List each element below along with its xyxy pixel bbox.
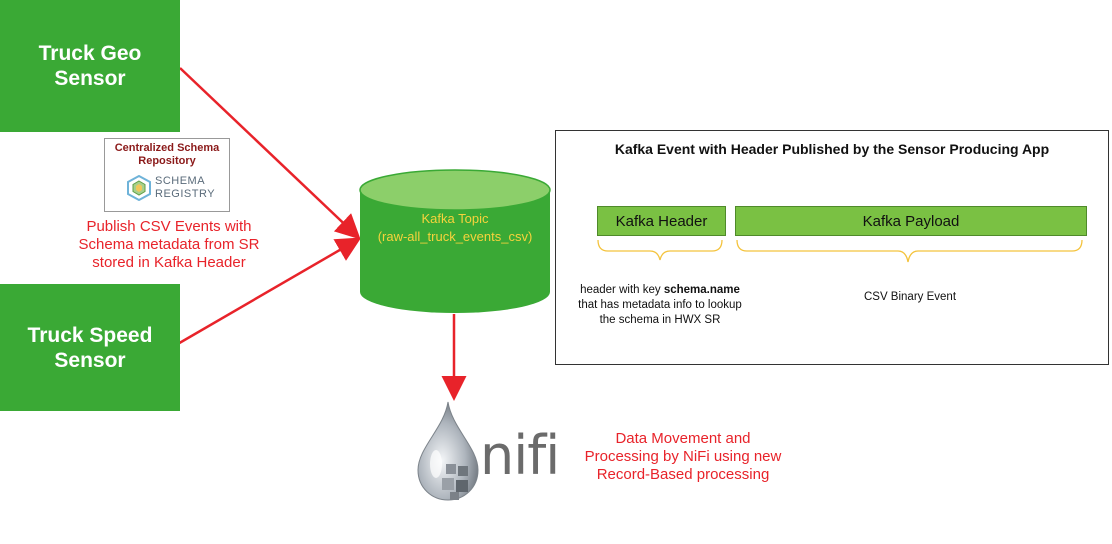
speed-to-topic-arrow [156, 237, 362, 358]
truck-geo-sensor-box: Truck Geo Sensor [0, 0, 180, 132]
schema-registry-logo-line2: REGISTRY [155, 188, 216, 200]
truck-geo-sensor-line1: Truck Geo [38, 42, 142, 65]
payload-brace [736, 239, 1083, 263]
publish-note-line2: Schema metadata from SR [78, 236, 260, 253]
publish-note-line1: Publish CSV Events with [86, 218, 252, 235]
publish-note: Publish CSV Events with Schema metadata … [54, 218, 284, 272]
truck-geo-sensor-line2: Sensor [54, 67, 126, 90]
nifi-note-line1: Data Movement and [615, 430, 751, 447]
kafka-topic-label: Kafka Topic (raw-all_truck_events_csv) [358, 210, 552, 246]
schema-registry-logo-icon [127, 175, 151, 201]
nifi-logo-text: nifi [480, 424, 560, 487]
payload-description: CSV Binary Event [863, 291, 957, 303]
truck-speed-sensor-box: Truck Speed Sensor [0, 284, 180, 411]
schema-registry-box: Centralized Schema Repository SCHEMA REG… [104, 138, 230, 212]
kafka-event-panel: Kafka Event with Header Published by the… [555, 130, 1109, 365]
header-description-line2: that has metadata info to lookup [578, 299, 742, 311]
schema-registry-title-line1: Centralized Schema [114, 142, 220, 154]
truck-speed-sensor-line1: Truck Speed [27, 323, 153, 347]
header-description-line3: the schema in HWX SR [599, 314, 721, 326]
kafka-topic-line1: Kafka Topic [421, 211, 489, 226]
nifi-note-line2: Processing by NiFi using new [584, 448, 782, 465]
nifi-note: Data Movement and Processing by NiFi usi… [560, 430, 806, 484]
kafka-header-bar: Kafka Header [597, 206, 726, 236]
kafka-topic-line2: (raw-all_truck_events_csv) [377, 229, 533, 244]
header-description-prefix: header with key [580, 284, 664, 296]
kafka-topic-cylinder [359, 169, 551, 313]
geo-to-topic-arrow [179, 67, 361, 240]
kafka-event-panel-title: Kafka Event with Header Published by the… [614, 141, 1050, 157]
nifi-note-line3: Record-Based processing [596, 466, 770, 483]
nifi-drop-icon [417, 401, 479, 501]
header-description: header with key schema.name that has met… [558, 283, 762, 328]
truck-speed-sensor-line2: Sensor [54, 348, 126, 372]
header-description-key: schema.name [663, 284, 740, 296]
header-brace [597, 239, 723, 261]
kafka-header-label: Kafka Header [615, 212, 708, 230]
kafka-payload-bar: Kafka Payload [735, 206, 1087, 236]
schema-registry-logo-line1: SCHEMA [155, 175, 206, 187]
publish-note-line3: stored in Kafka Header [92, 254, 246, 271]
kafka-payload-label: Kafka Payload [862, 212, 960, 230]
schema-registry-title-line2: Repository [138, 155, 196, 167]
